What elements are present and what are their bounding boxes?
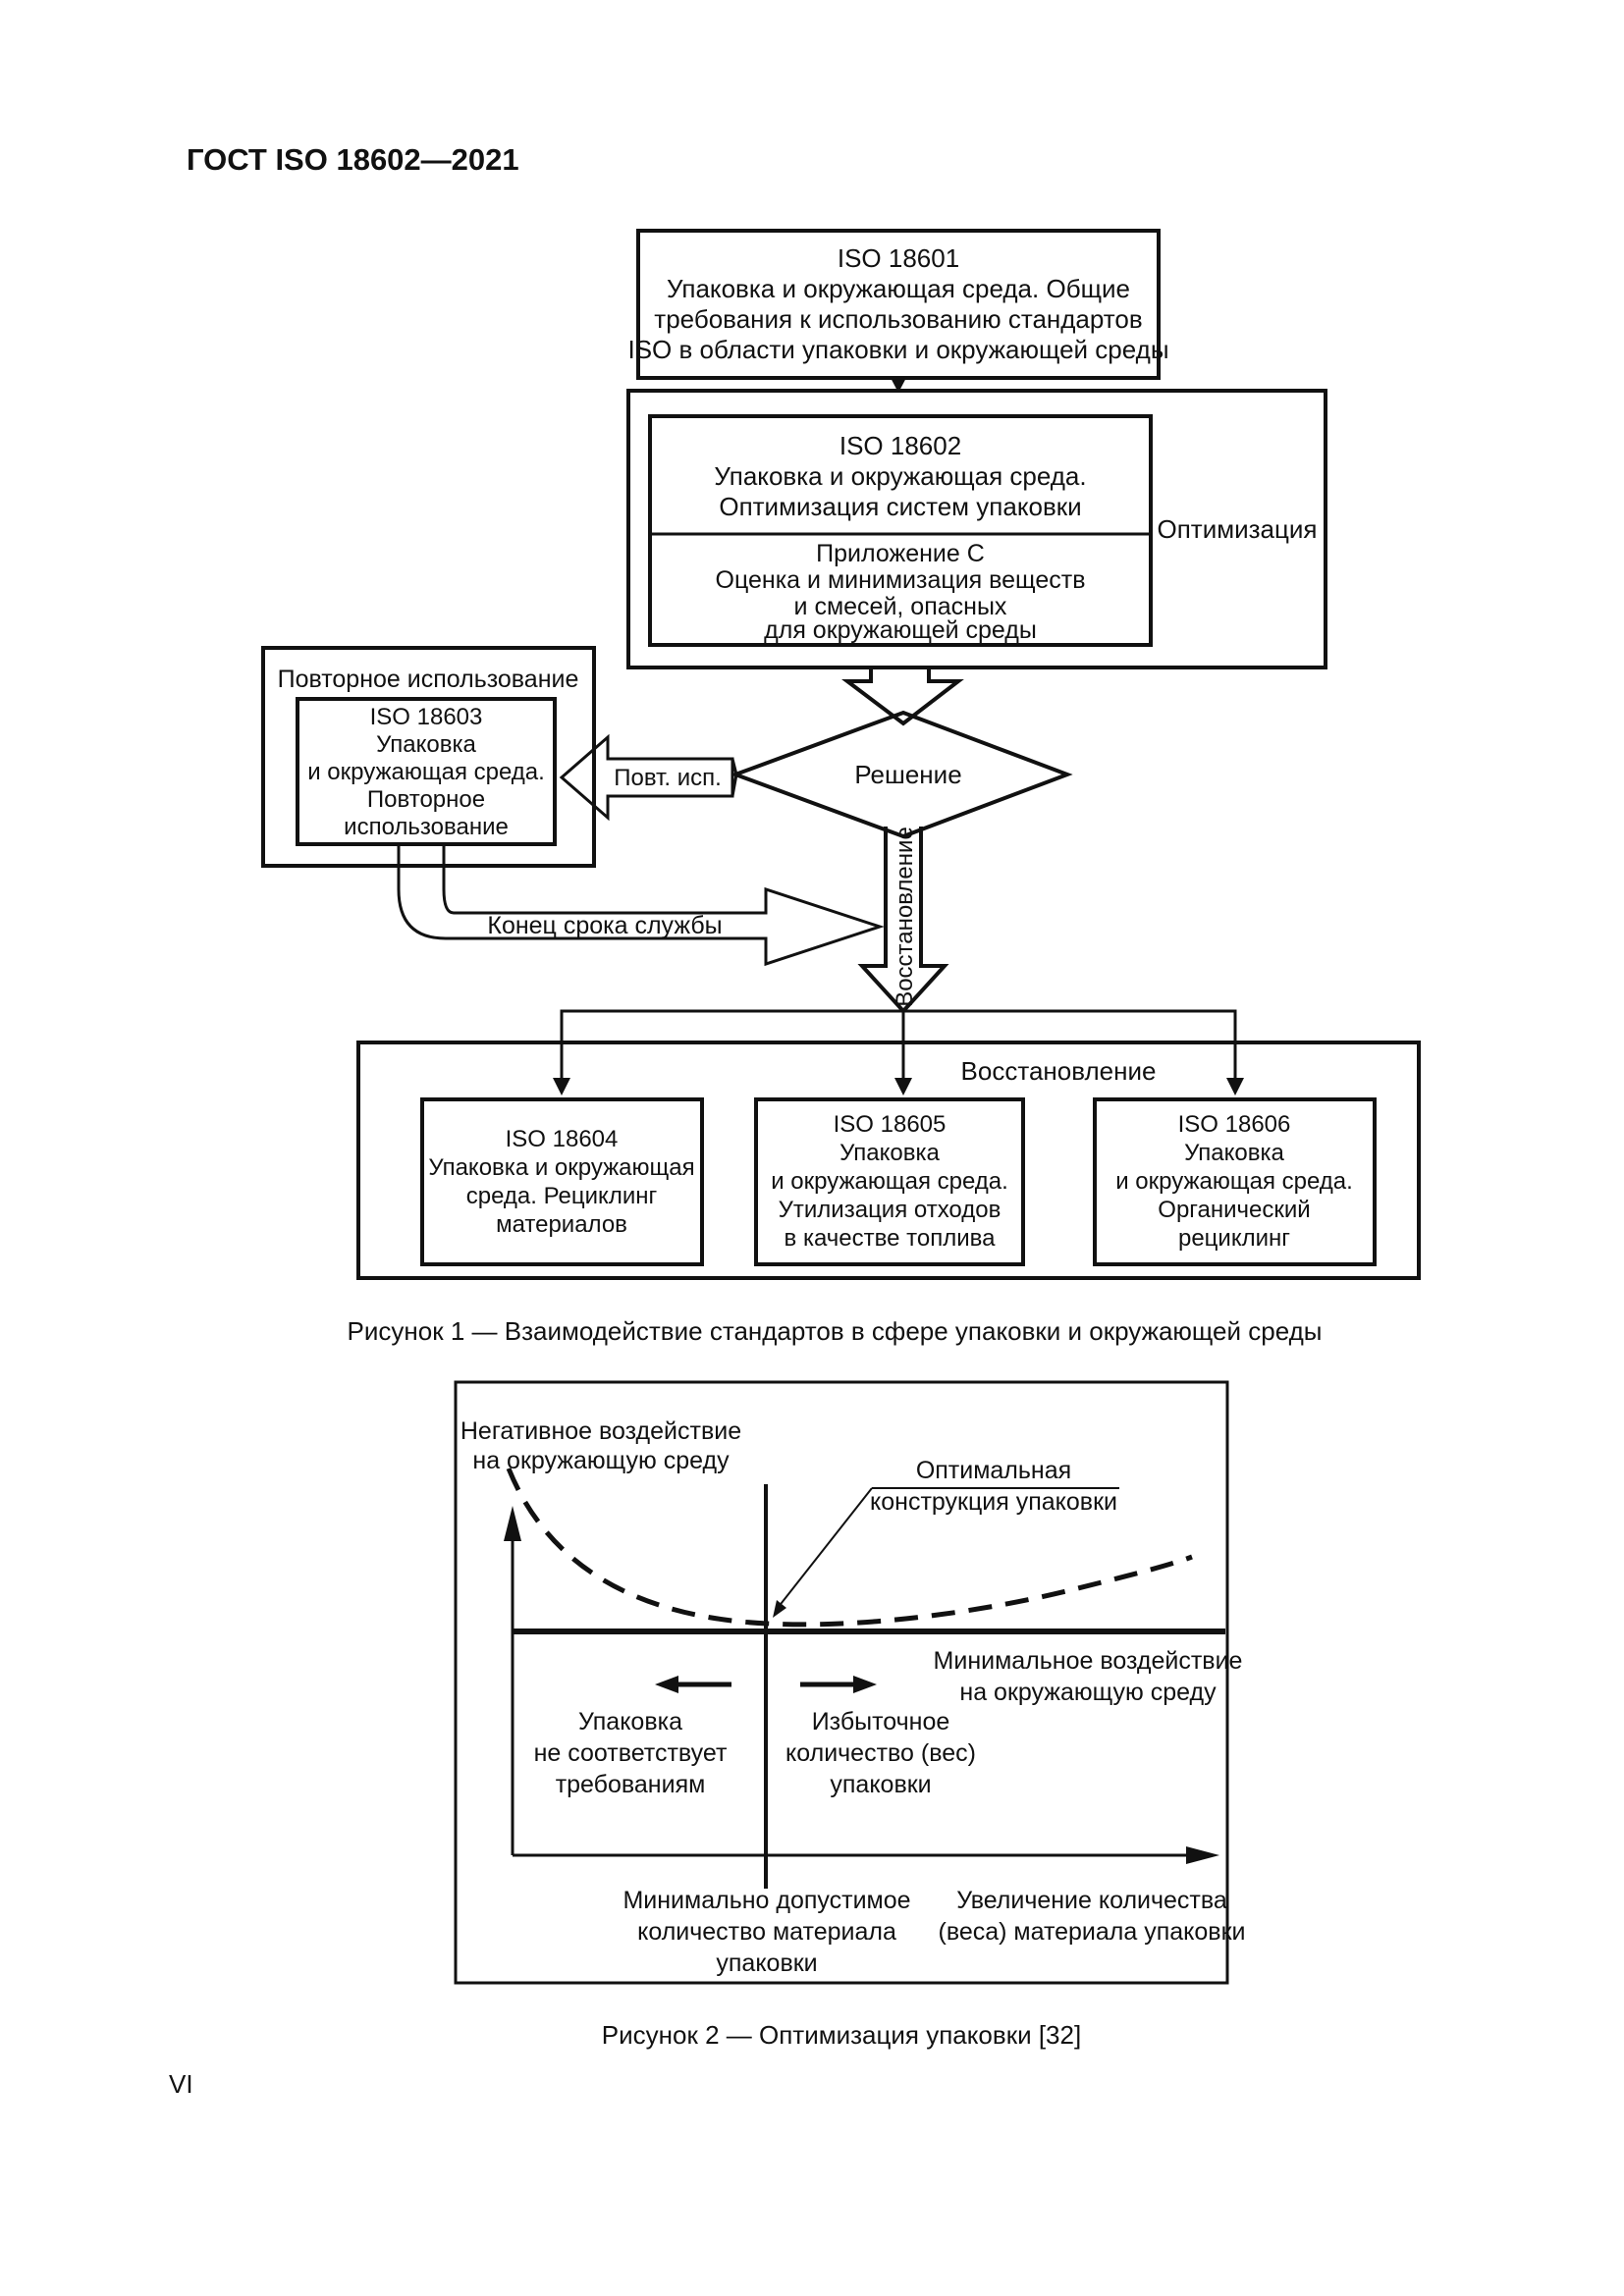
iso18605-line1: ISO 18605 [834,1111,947,1138]
connector-arrowhead [890,376,907,393]
reuse-arrow-notch [731,758,738,797]
min-impact-line2: на окружающую среду [959,1679,1217,1706]
optimization-label: Оптимизация [1157,514,1317,544]
annex-c-line3: и смесей, опасных [794,593,1007,620]
iso18605-line3: и окружающая среда. [771,1168,1008,1195]
iso18601-line1: ISO 18601 [838,243,959,273]
iso18606-box [1093,1097,1377,1266]
figure1-flowchart: ISO 18601 Упаковка и окружающая среда. О… [261,229,1421,1346]
iso18605-box [754,1097,1025,1266]
left-zone-arrowhead [655,1676,678,1693]
figure1-caption: Рисунок 1 — Взаимодействие стандартов в … [348,1316,1323,1346]
min-impact-line1: Минимальное воздействие [934,1647,1243,1675]
optimization-outer-box [626,389,1327,669]
reuse-arrow [559,733,734,822]
bracket-arrowhead-middle [894,1078,912,1095]
x-axis-arrowhead [1186,1846,1219,1864]
recovery-flow-label: Восстановление [892,827,918,1007]
decision-diamond [730,710,1073,839]
annotation-arrowhead [773,1600,786,1618]
page-number: VI [169,2069,193,2099]
y-axis-arrowhead [504,1506,521,1541]
iso18604-line4: материалов [496,1211,627,1238]
iso18604-line2: Упаковка и окружающая [428,1154,694,1181]
reuse-outer-box [261,646,596,868]
x-min-line1: Минимально допустимое [623,1887,910,1914]
y-axis-label-line2: на окружающую среду [472,1447,730,1474]
right-zone-arrowhead [853,1676,877,1693]
iso18603-line5: использование [344,814,509,840]
recovery-outer-box [356,1041,1421,1280]
bracket-arrowhead-left [553,1078,570,1095]
iso18606-line1: ISO 18606 [1178,1111,1291,1138]
iso18602-line1: ISO 18602 [839,431,961,460]
iso18603-line1: ISO 18603 [370,704,483,730]
iso18603-box [296,697,557,846]
annotation-leader-line [777,1487,873,1609]
figure2-border [454,1380,1229,1985]
bracket-line [560,1009,1237,1084]
iso18604-line3: среда. Рециклинг [466,1183,658,1209]
iso18604-line1: ISO 18604 [506,1126,619,1152]
annex-c-line1: Приложение С [816,540,985,567]
iso18606-line2: Упаковка [1184,1140,1284,1166]
iso18601-line3: требования к использованию стандартов [654,304,1142,334]
right-zone-line3: упаковки [830,1771,931,1798]
iso18601-line2: Упаковка и окружающая среда. Общие [667,274,1130,303]
end-of-life-label: Конец срока службы [487,912,722,939]
iso18606-line3: и окружающая среда. [1115,1168,1353,1195]
x-increase-line1: Увеличение количества [956,1887,1227,1914]
x-min-line2: количество материала [637,1918,896,1946]
annex-c-line4: для окружающей среды [764,616,1037,644]
left-zone-line3: требованиям [556,1771,706,1798]
x-increase-line2: (веса) материала упаковки [939,1918,1246,1946]
impact-curve [506,1468,1193,1628]
iso18603-line2: Упаковка [376,731,476,758]
figure2-caption: Рисунок 2 — Оптимизация упаковки [32] [602,2020,1081,2050]
iso18602-line2: Упаковка и окружающая среда. [714,461,1086,491]
iso18601-box [636,229,1161,380]
iso18604-box [420,1097,704,1266]
iso18606-line4: Органический [1158,1197,1310,1223]
y-axis-label-line1: Негативное воздействие [460,1417,741,1445]
left-zone-line2: не соответствует [534,1739,728,1767]
end-of-life-band [397,844,885,967]
annex-c-line2: Оценка и минимизация веществ [716,566,1086,594]
decision-inflow-arrow [841,667,964,726]
iso18605-line5: в качестве топлива [785,1225,997,1252]
right-zone-line1: Избыточное [812,1708,950,1735]
decision-label: Решение [854,760,961,789]
right-zone-line2: количество (вес) [785,1739,976,1767]
figure2-chart: Негативное воздействие на окружающую сре… [454,1380,1246,2050]
iso18602-box [648,414,1153,647]
iso18603-line3: и окружающая среда. [307,759,545,785]
recovery-label: Восстановление [961,1056,1157,1086]
iso18605-line2: Упаковка [839,1140,940,1166]
iso18605-line4: Утилизация отходов [779,1197,1001,1223]
iso18601-line4: ISO в области упаковки и окружающей сред… [627,335,1168,364]
reuse-label: Повторное использование [278,666,579,693]
page-header: ГОСТ ISO 18602—2021 [187,142,519,177]
x-min-line3: упаковки [716,1949,817,1977]
iso18606-line5: рециклинг [1178,1225,1290,1252]
iso18603-line4: Повторное [367,786,485,813]
reuse-arrow-label: Повт. исп. [614,765,722,791]
optimal-label-line2: конструкция упаковки [870,1488,1117,1516]
optimal-label-line1: Оптимальная [916,1457,1071,1484]
bracket-arrowhead-right [1226,1078,1244,1095]
left-zone-line1: Упаковка [578,1708,682,1735]
iso18602-line3: Оптимизация систем упаковки [719,492,1081,521]
